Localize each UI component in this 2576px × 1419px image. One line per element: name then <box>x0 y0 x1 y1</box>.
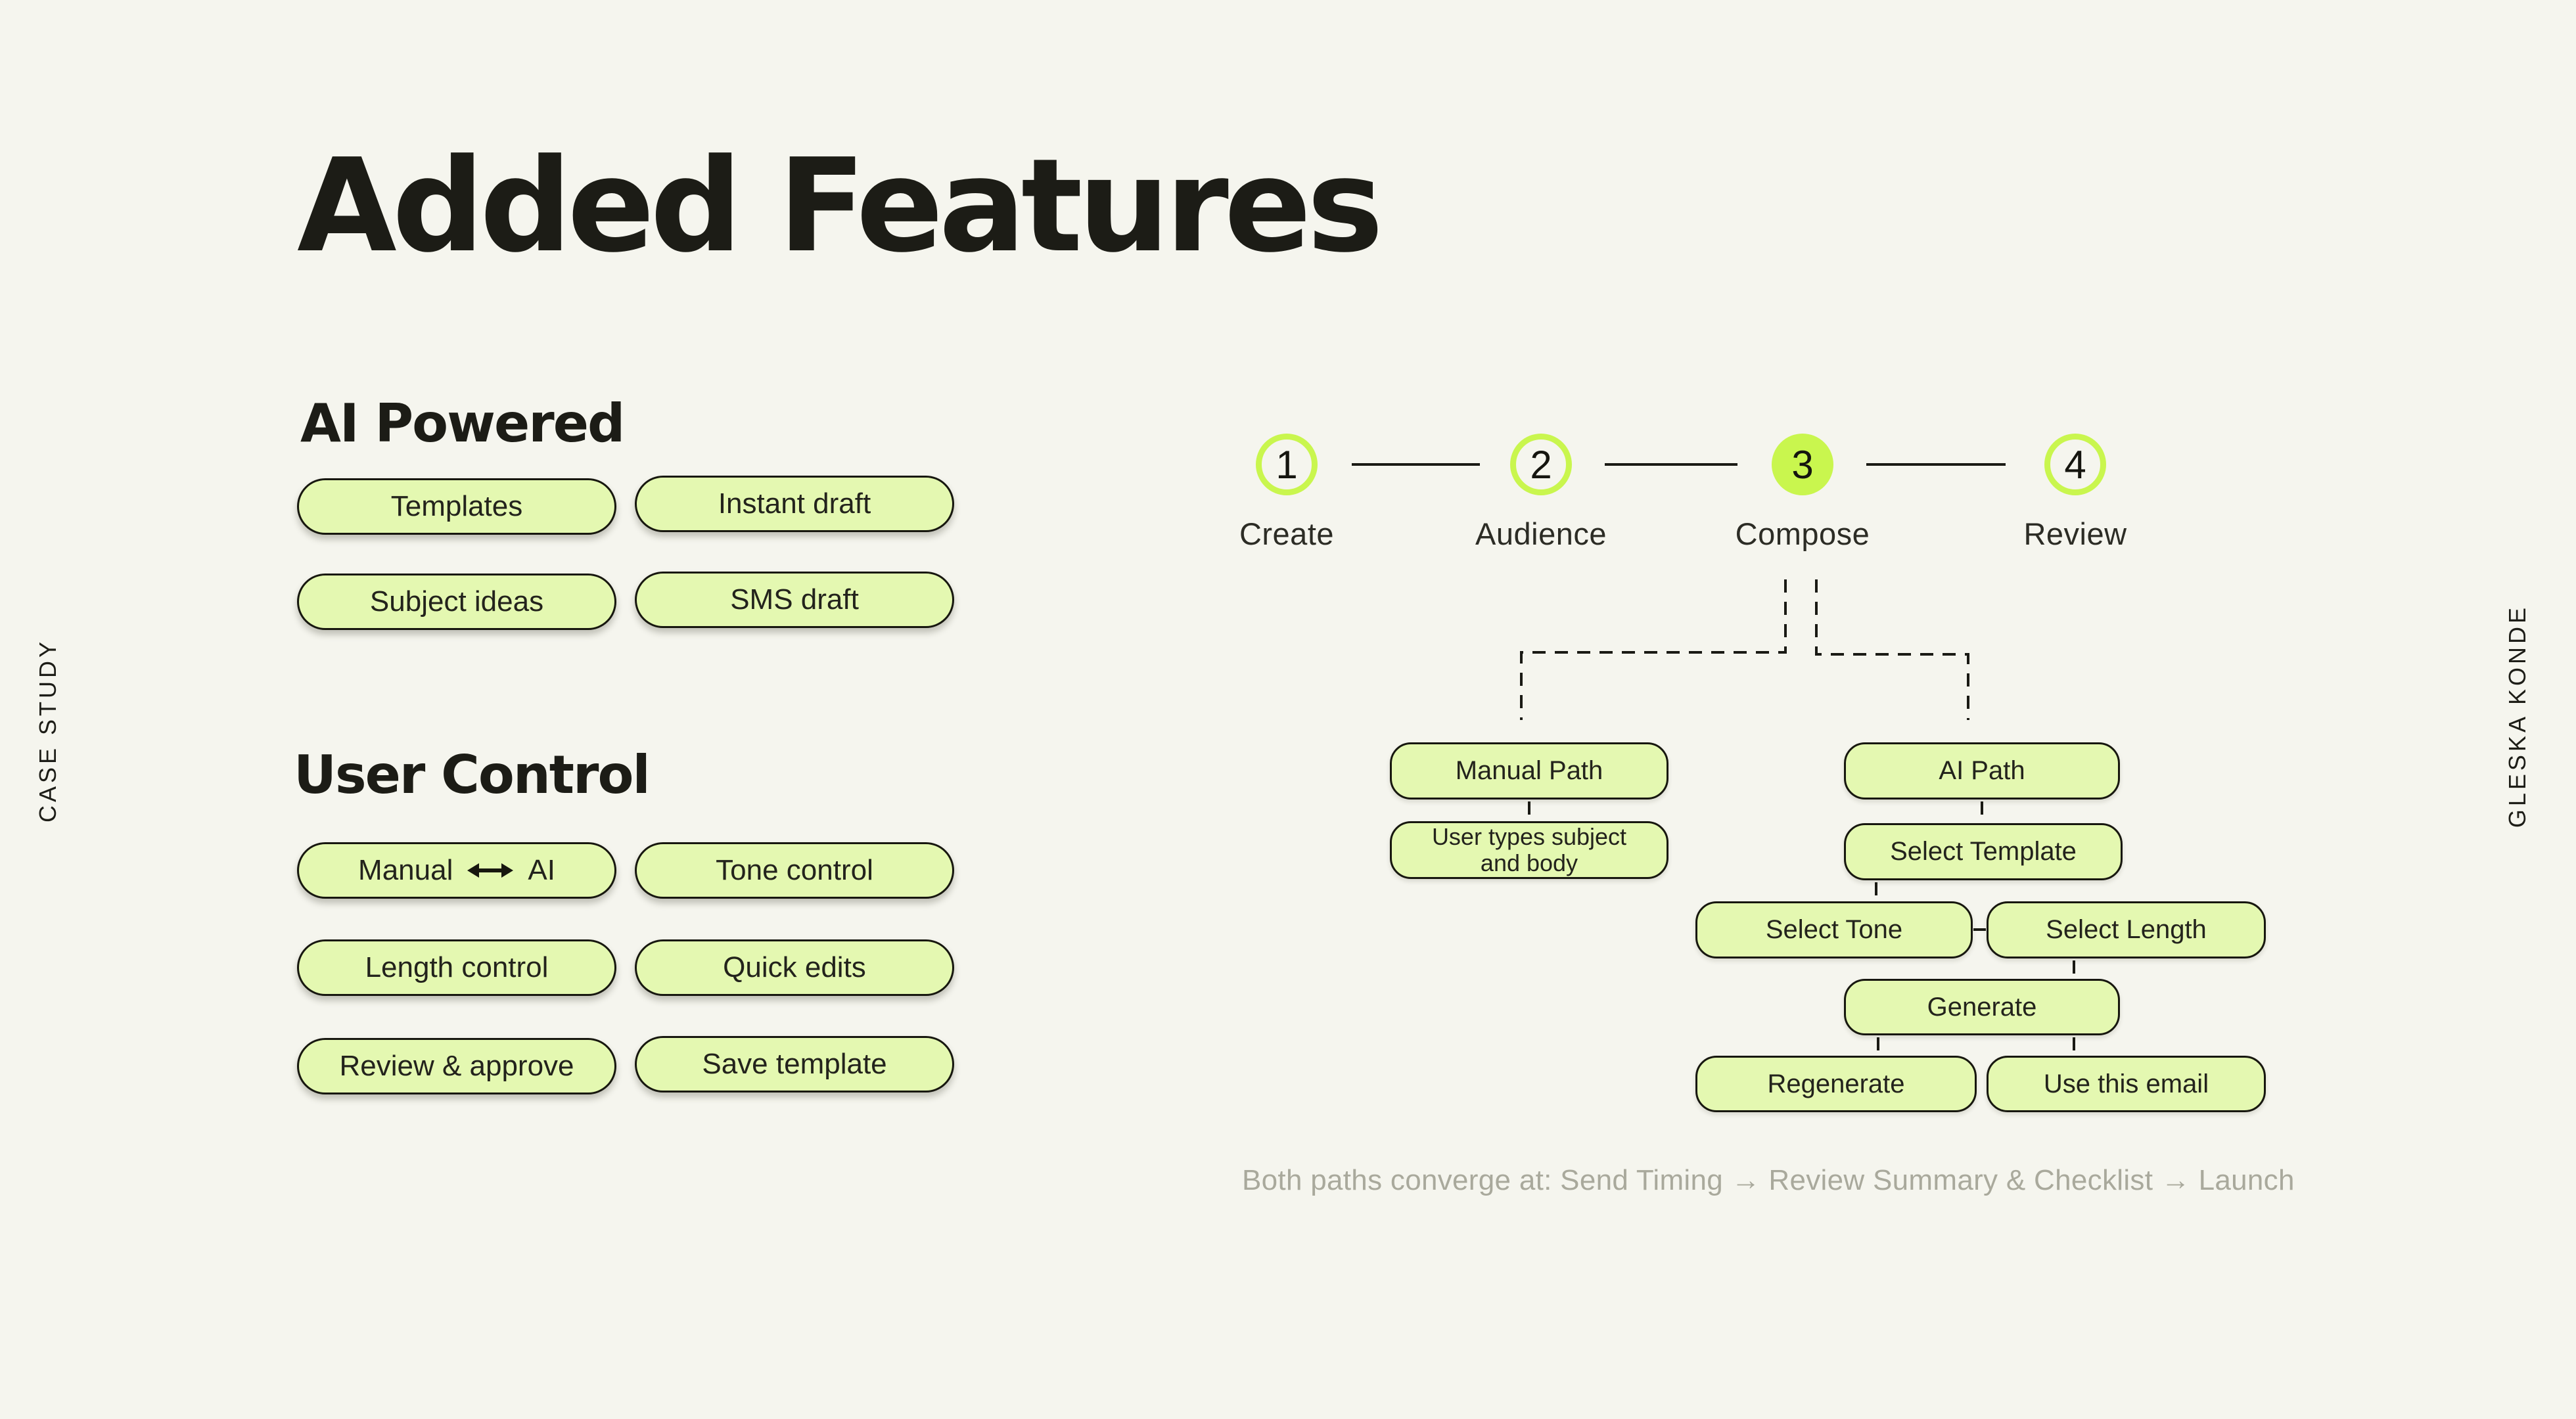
flow-box-select-template: Select Template <box>1844 823 2123 880</box>
section-heading-ai-powered: AI Powered <box>300 393 625 454</box>
flow-box-ai-path: AI Path <box>1844 742 2120 800</box>
flow-box-label: Regenerate <box>1767 1069 1905 1098</box>
side-label-case-study: CASE STUDY <box>34 639 61 823</box>
pill-subject-ideas: Subject ideas <box>297 574 616 630</box>
flow-box-label: AI Path <box>1939 756 2025 785</box>
flow-box-use-this-email: Use this email <box>1987 1056 2266 1112</box>
step-circle-1: 1 <box>1256 434 1318 495</box>
flow-box-regenerate: Regenerate <box>1695 1056 1977 1112</box>
page-title: Added Features <box>297 131 1383 281</box>
flow-box-user-types-subject-body: User types subject and body <box>1390 821 1668 879</box>
pill-label-manual: Manual <box>358 854 453 886</box>
flow-box-label: Manual Path <box>1455 756 1603 785</box>
step-number: 3 <box>1791 442 1814 487</box>
side-label-author: GLESKA KONDE <box>2504 604 2531 828</box>
flow-box-select-length: Select Length <box>1987 901 2266 958</box>
flow-box-label: Select Template <box>1890 837 2077 866</box>
pill-templates: Templates <box>297 478 616 535</box>
pill-label: Length control <box>365 951 549 983</box>
step-label-create: Create <box>1239 516 1335 551</box>
pill-label: Subject ideas <box>369 585 544 618</box>
flow-box-label: Select Tone <box>1765 915 1903 944</box>
pill-save-template: Save template <box>635 1036 954 1092</box>
flow-box-manual-path: Manual Path <box>1390 742 1668 800</box>
convergence-caption: Both paths converge at: Send Timing → Re… <box>1242 1164 2295 1196</box>
step-label-review: Review <box>2023 516 2127 551</box>
pill-label: Instant draft <box>718 487 871 520</box>
pill-label: Templates <box>390 490 523 522</box>
flow-box-select-tone: Select Tone <box>1695 901 1973 958</box>
step-circle-3-active: 3 <box>1772 434 1833 495</box>
pill-label: Quick edits <box>723 951 866 983</box>
step-number: 2 <box>1530 442 1552 487</box>
pill-label: Save template <box>702 1048 887 1080</box>
flow-box-label: Use this email <box>2043 1069 2209 1098</box>
pill-quick-edits: Quick edits <box>635 939 954 996</box>
step-circle-4: 4 <box>2044 434 2106 495</box>
flow-box-label: Select Length <box>2046 915 2207 944</box>
pill-manual-ai-toggle: Manual AI <box>297 842 616 899</box>
pill-sms-draft: SMS draft <box>635 572 954 628</box>
flow-box-generate: Generate <box>1844 979 2120 1035</box>
step-number: 4 <box>2064 442 2086 487</box>
step-label-compose: Compose <box>1735 516 1870 551</box>
step-label-audience: Audience <box>1475 516 1607 551</box>
pill-label: Review & approve <box>339 1050 574 1082</box>
pill-label-ai: AI <box>528 854 555 886</box>
pill-instant-draft: Instant draft <box>635 476 954 532</box>
pill-length-control: Length control <box>297 939 616 996</box>
section-heading-user-control: User Control <box>294 744 651 805</box>
flow-box-label: Generate <box>1927 992 2037 1022</box>
flow-box-label: User types subject and body <box>1431 822 1627 876</box>
step-number: 1 <box>1276 442 1298 487</box>
bidirectional-arrow-icon <box>467 863 514 878</box>
pill-review-approve: Review & approve <box>297 1038 616 1094</box>
pill-label: Tone control <box>716 854 873 886</box>
pill-tone-control: Tone control <box>635 842 954 899</box>
step-circle-2: 2 <box>1510 434 1572 495</box>
pill-label: SMS draft <box>730 583 859 616</box>
